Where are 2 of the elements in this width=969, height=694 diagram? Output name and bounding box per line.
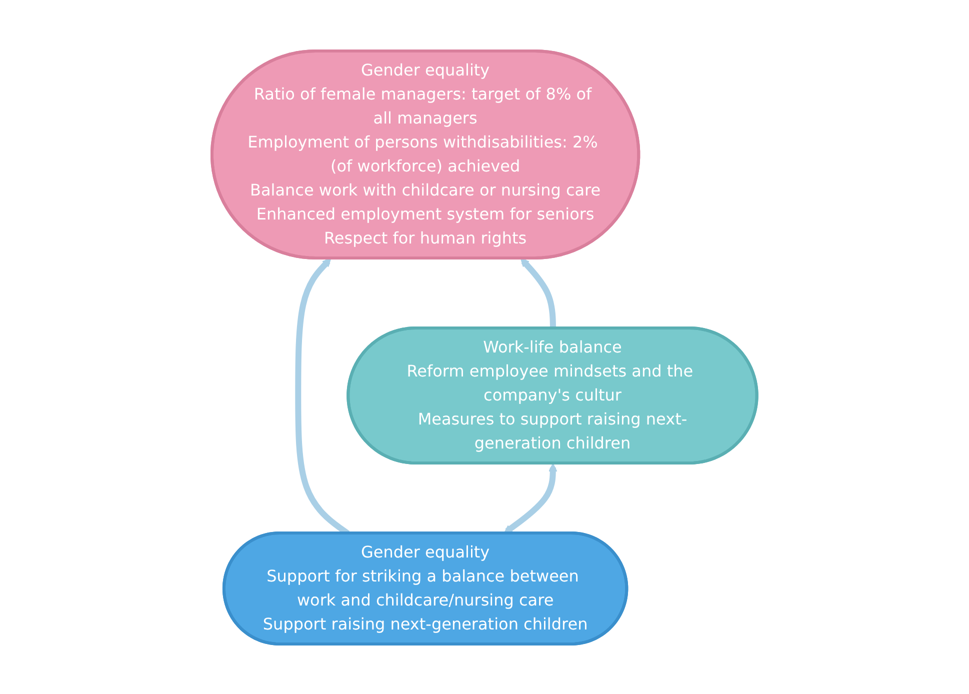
arrow	[520, 258, 556, 328]
arrow	[504, 462, 558, 534]
